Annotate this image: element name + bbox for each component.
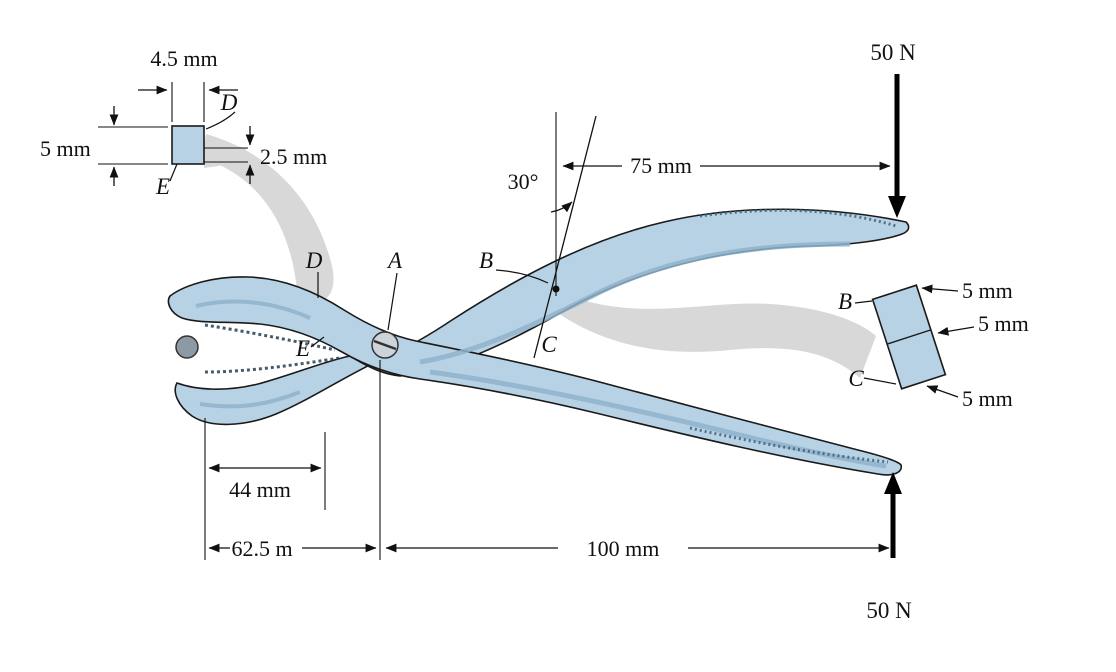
point-label-C: C — [541, 332, 557, 357]
point-label-B: B — [479, 248, 493, 273]
leader-E — [310, 336, 325, 348]
dim-section-mid: 5 mm — [978, 311, 1029, 336]
gripped-rod — [175, 335, 199, 359]
leader-A — [387, 272, 398, 331]
callout-inset-to-jaw — [202, 134, 334, 303]
inset-section: 4.5 mm 5 mm 2.5 mm D E — [40, 46, 327, 199]
inset-square — [171, 125, 205, 165]
dim-arrow — [937, 326, 975, 336]
dim-62-5: 62.5 m — [231, 536, 292, 561]
pliers — [167, 208, 910, 476]
dim-100mm: 100 mm — [587, 536, 660, 561]
force-arrow-top-head — [888, 196, 906, 218]
point-label-A: A — [386, 248, 403, 273]
section-detail: B C 5 mm 5 mm 5 mm — [838, 278, 1029, 411]
callout-section-to-detail — [548, 292, 876, 378]
point-label-inset-E: E — [155, 174, 170, 199]
dim-jaw-height: 5 mm — [40, 136, 91, 161]
point-label-section-C: C — [848, 366, 864, 391]
dim-jaw-depth: 2.5 mm — [260, 144, 327, 169]
pivot-screw-slot — [373, 339, 397, 351]
point-label-D: D — [305, 248, 323, 273]
dim-75mm: 75 mm — [630, 153, 692, 178]
bottom-dimensions: 44 mm 62.5 m 100 mm — [204, 360, 890, 561]
knurl-lower-handle — [689, 426, 889, 464]
knurl-upper-handle — [699, 208, 897, 228]
leader-section-C — [863, 377, 897, 385]
dim-jaw-width: 4.5 mm — [150, 46, 217, 71]
force-label-bottom: 50 N — [866, 598, 912, 623]
shade-lower-handle — [429, 369, 887, 469]
point-B-dot — [552, 285, 560, 293]
dim-section-bottom: 5 mm — [962, 386, 1013, 411]
dim-44mm: 44 mm — [229, 477, 291, 502]
point-labels: D A B C E — [295, 248, 560, 361]
dim-section-angle: 30° — [508, 169, 539, 194]
section-and-75: 30° 75 mm — [508, 112, 891, 359]
force-label-top: 50 N — [870, 40, 916, 65]
shade-lower-jaw — [199, 390, 301, 409]
dim-arrow — [926, 385, 959, 398]
forces: 50 N 50 N — [866, 40, 916, 623]
pliers-member-lower-handle-upper-jaw — [167, 276, 903, 476]
leader-section-B — [854, 300, 873, 304]
leader-inset-D — [205, 111, 236, 130]
section-mid-line — [886, 329, 932, 345]
leader-inset-E — [169, 163, 178, 182]
point-label-E: E — [295, 336, 310, 361]
lower-jaw-teeth — [204, 356, 341, 374]
callout-wedge-25 — [204, 140, 246, 168]
leader-B — [495, 269, 549, 284]
dim-section-top: 5 mm — [962, 278, 1013, 303]
inclined-section-line — [533, 115, 597, 359]
force-arrow-bottom-head — [884, 472, 902, 494]
point-label-inset-D: D — [220, 90, 238, 115]
callouts — [202, 134, 876, 378]
angle-arc — [550, 201, 573, 213]
dim-arrow — [921, 284, 959, 294]
shade-upper-jaw — [195, 299, 311, 320]
shade-upper-handle — [419, 241, 851, 365]
point-label-section-B: B — [838, 289, 852, 314]
